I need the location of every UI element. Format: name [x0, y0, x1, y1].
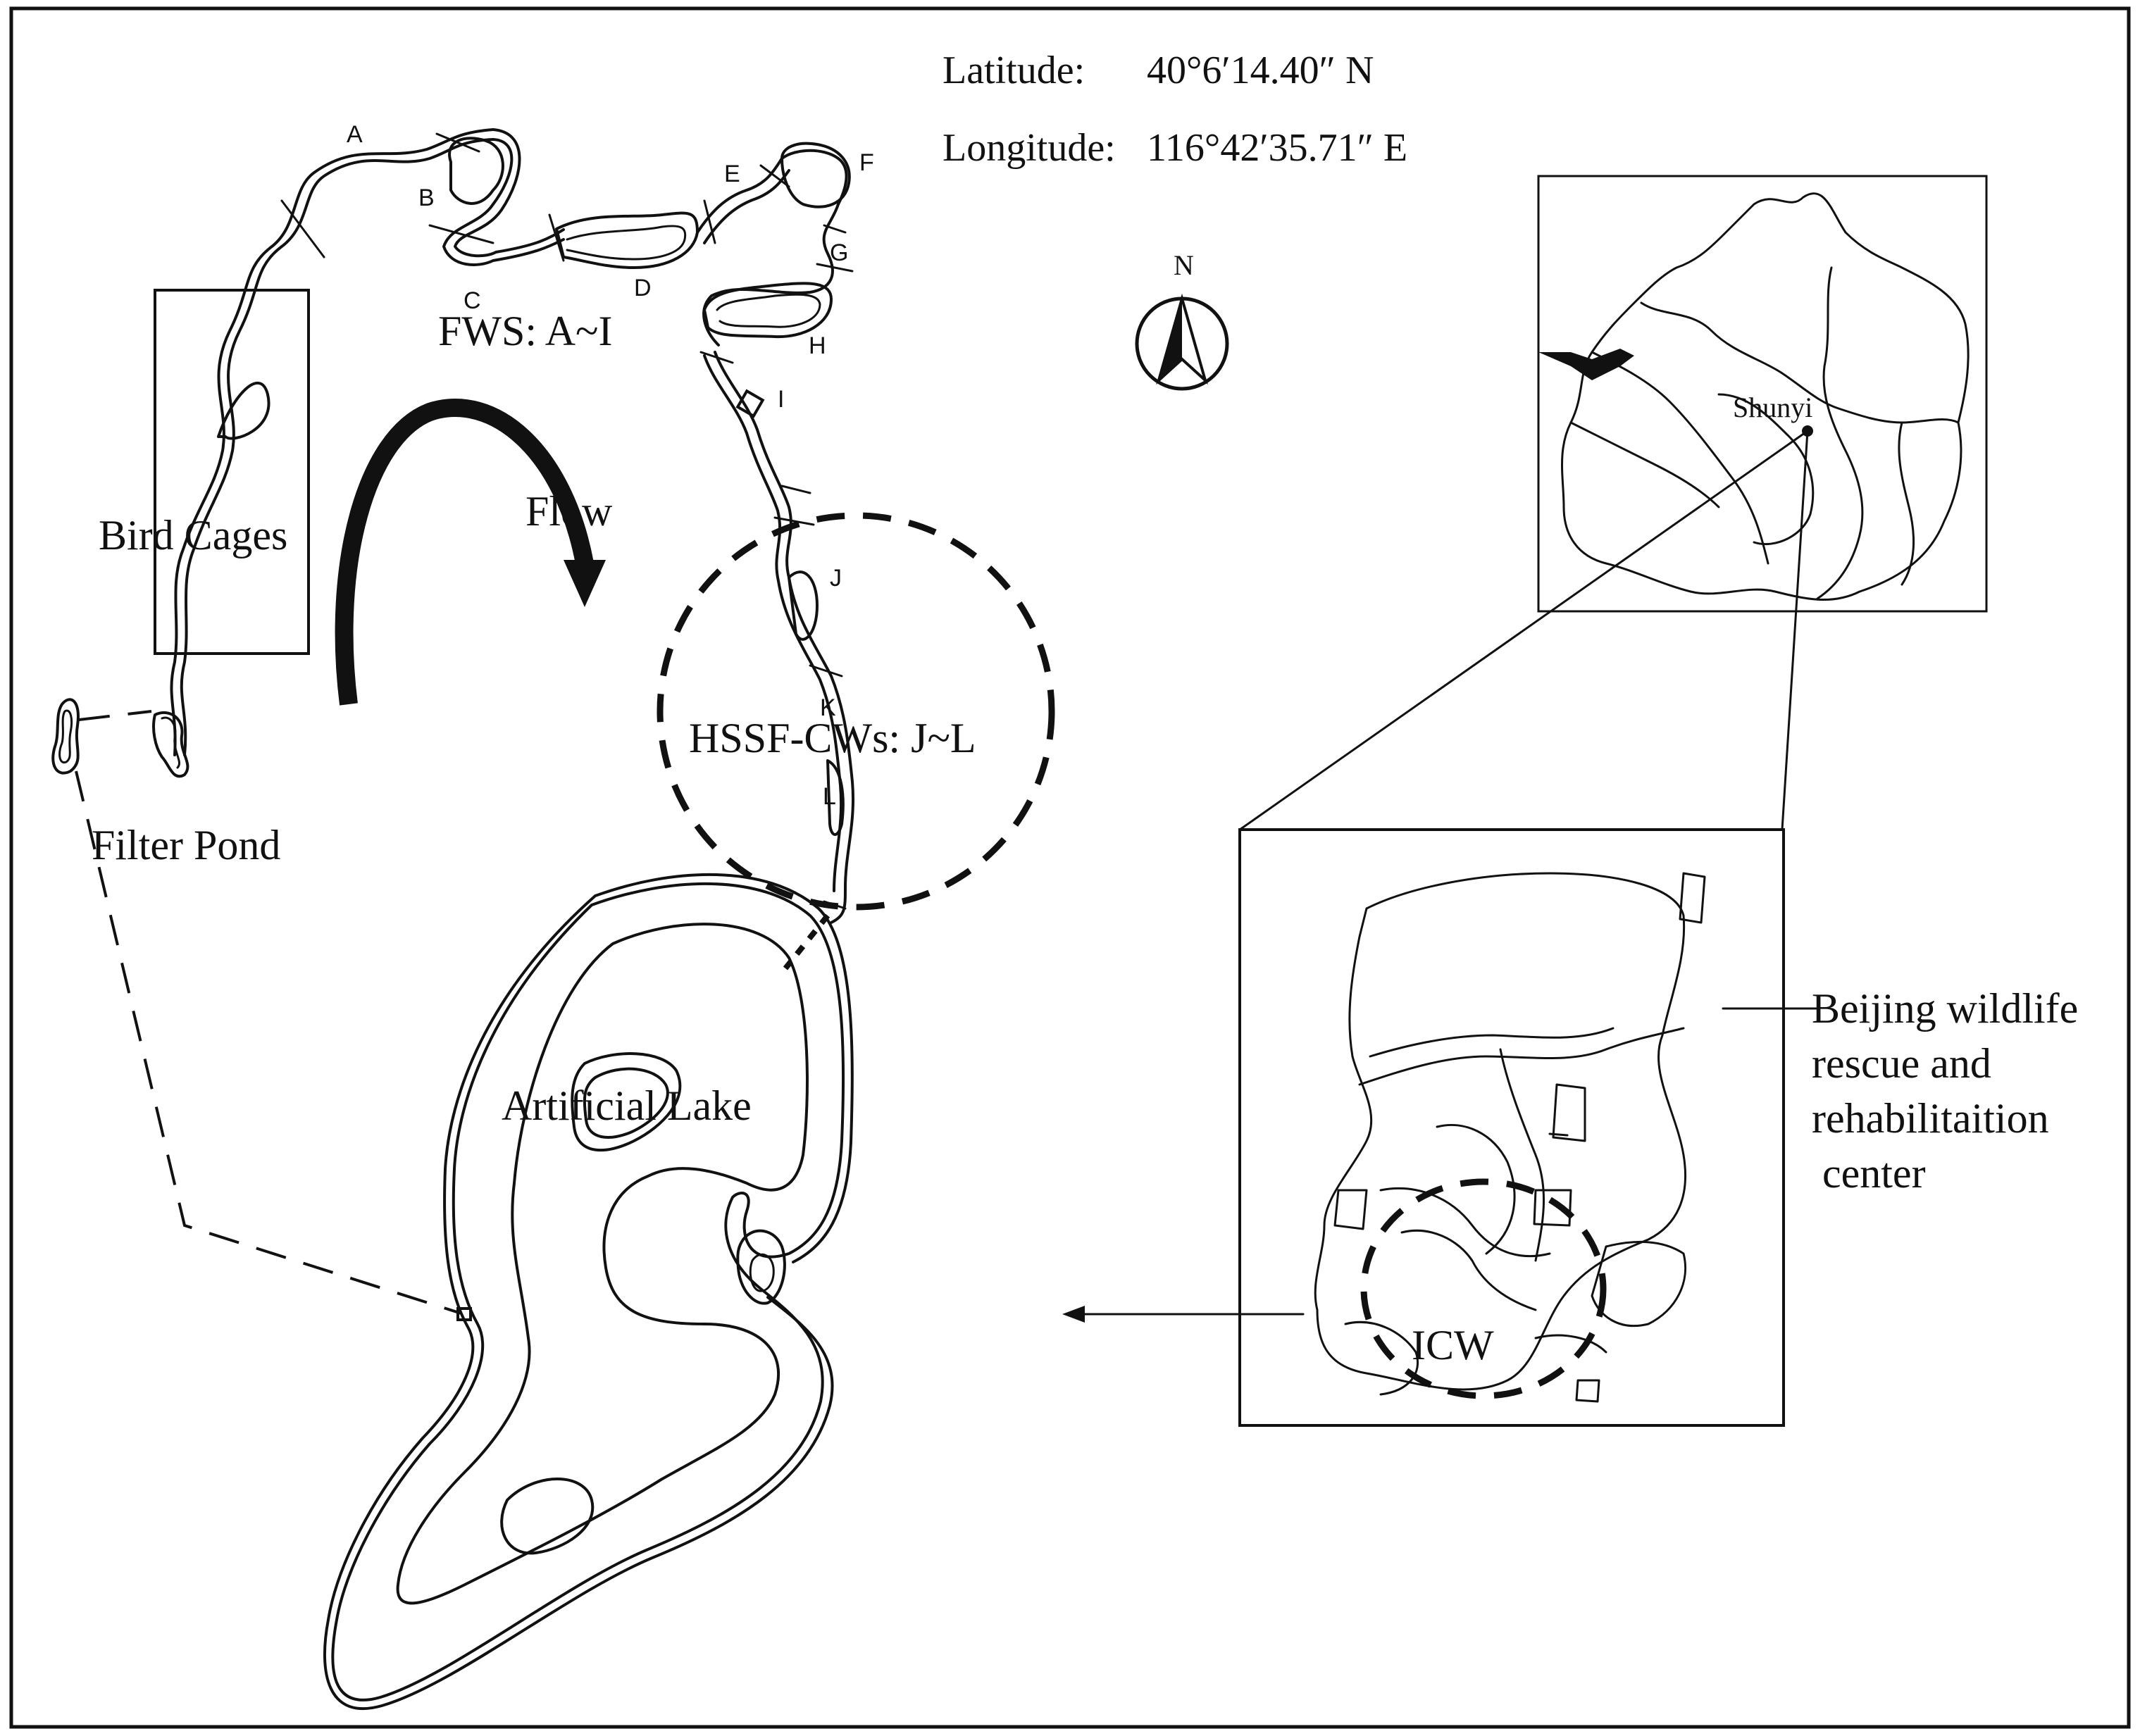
- section-letter-e: E: [724, 161, 740, 187]
- section-letter-c: C: [464, 287, 481, 314]
- filter-pond-label: Filter Pond: [92, 822, 280, 868]
- latitude-value: 40°6′14.40″ N: [1147, 49, 1374, 92]
- map-frame: [9, 6, 2131, 1729]
- artificial-lake: [323, 873, 854, 1711]
- bird-cages-box: [154, 289, 310, 655]
- icw-label: ICW: [1412, 1322, 1494, 1368]
- north-arrow-icon: N: [1135, 249, 1229, 391]
- hssf-dashed-circle: [657, 512, 1055, 911]
- section-letter-b: B: [418, 185, 435, 211]
- rescue-center-label: Beijing wildlife rescue and rehabilitait…: [1812, 985, 2078, 1197]
- section-letter-a: A: [347, 121, 363, 148]
- latitude-label: Latitude:: [943, 49, 1085, 92]
- section-letter-l: L: [823, 783, 836, 810]
- section-letter-i: I: [778, 386, 784, 413]
- icw-dashed-circle: [1360, 1178, 1607, 1399]
- fws-channel: [170, 128, 855, 924]
- coordinates-block: Latitude: 40°6′14.40″ N Longitude: 116°4…: [943, 49, 1407, 170]
- section-letters: A B C D E F G H I J K L: [347, 121, 874, 810]
- center-label-line-4: center: [1812, 1150, 1926, 1197]
- section-letter-h: H: [809, 332, 826, 359]
- shunyi-label: Shunyi: [1733, 392, 1812, 423]
- hssf-lake-connector: [783, 913, 831, 970]
- section-letter-k: K: [820, 694, 836, 721]
- hssf-label: HSSF-CWs: J~L: [689, 715, 976, 761]
- fws-label: FWS: A~I: [438, 308, 613, 354]
- center-label-line-2: rescue and: [1812, 1040, 1991, 1087]
- section-letter-d: D: [634, 275, 652, 301]
- section-letter-g: G: [830, 239, 848, 266]
- bird-cages-label: Bird Cages: [99, 512, 287, 558]
- beijing-inset-map: Shunyi: [1537, 175, 1988, 613]
- longitude-label: Longitude:: [943, 126, 1116, 170]
- return-pipe-dashed: [75, 770, 462, 1315]
- rescue-center-inset: ICW: [1238, 828, 1785, 1427]
- flow-arrow-icon: [335, 399, 606, 706]
- filter-pond: [51, 698, 189, 778]
- longitude-value: 116°42′35.71″ E: [1147, 126, 1407, 170]
- north-label: N: [1174, 249, 1194, 281]
- artificial-lake-label: Artificial Lake: [502, 1082, 752, 1129]
- section-letter-f: F: [859, 149, 874, 176]
- inset-zoom-lines: [1238, 430, 1809, 831]
- center-label-line-3: rehabilitaition: [1812, 1095, 2049, 1142]
- flow-label: Flow: [525, 488, 613, 535]
- section-letter-j: J: [830, 565, 842, 592]
- center-label-line-1: Beijing wildlife: [1812, 985, 2078, 1032]
- pointer-arrow-icon: [1062, 1306, 1305, 1323]
